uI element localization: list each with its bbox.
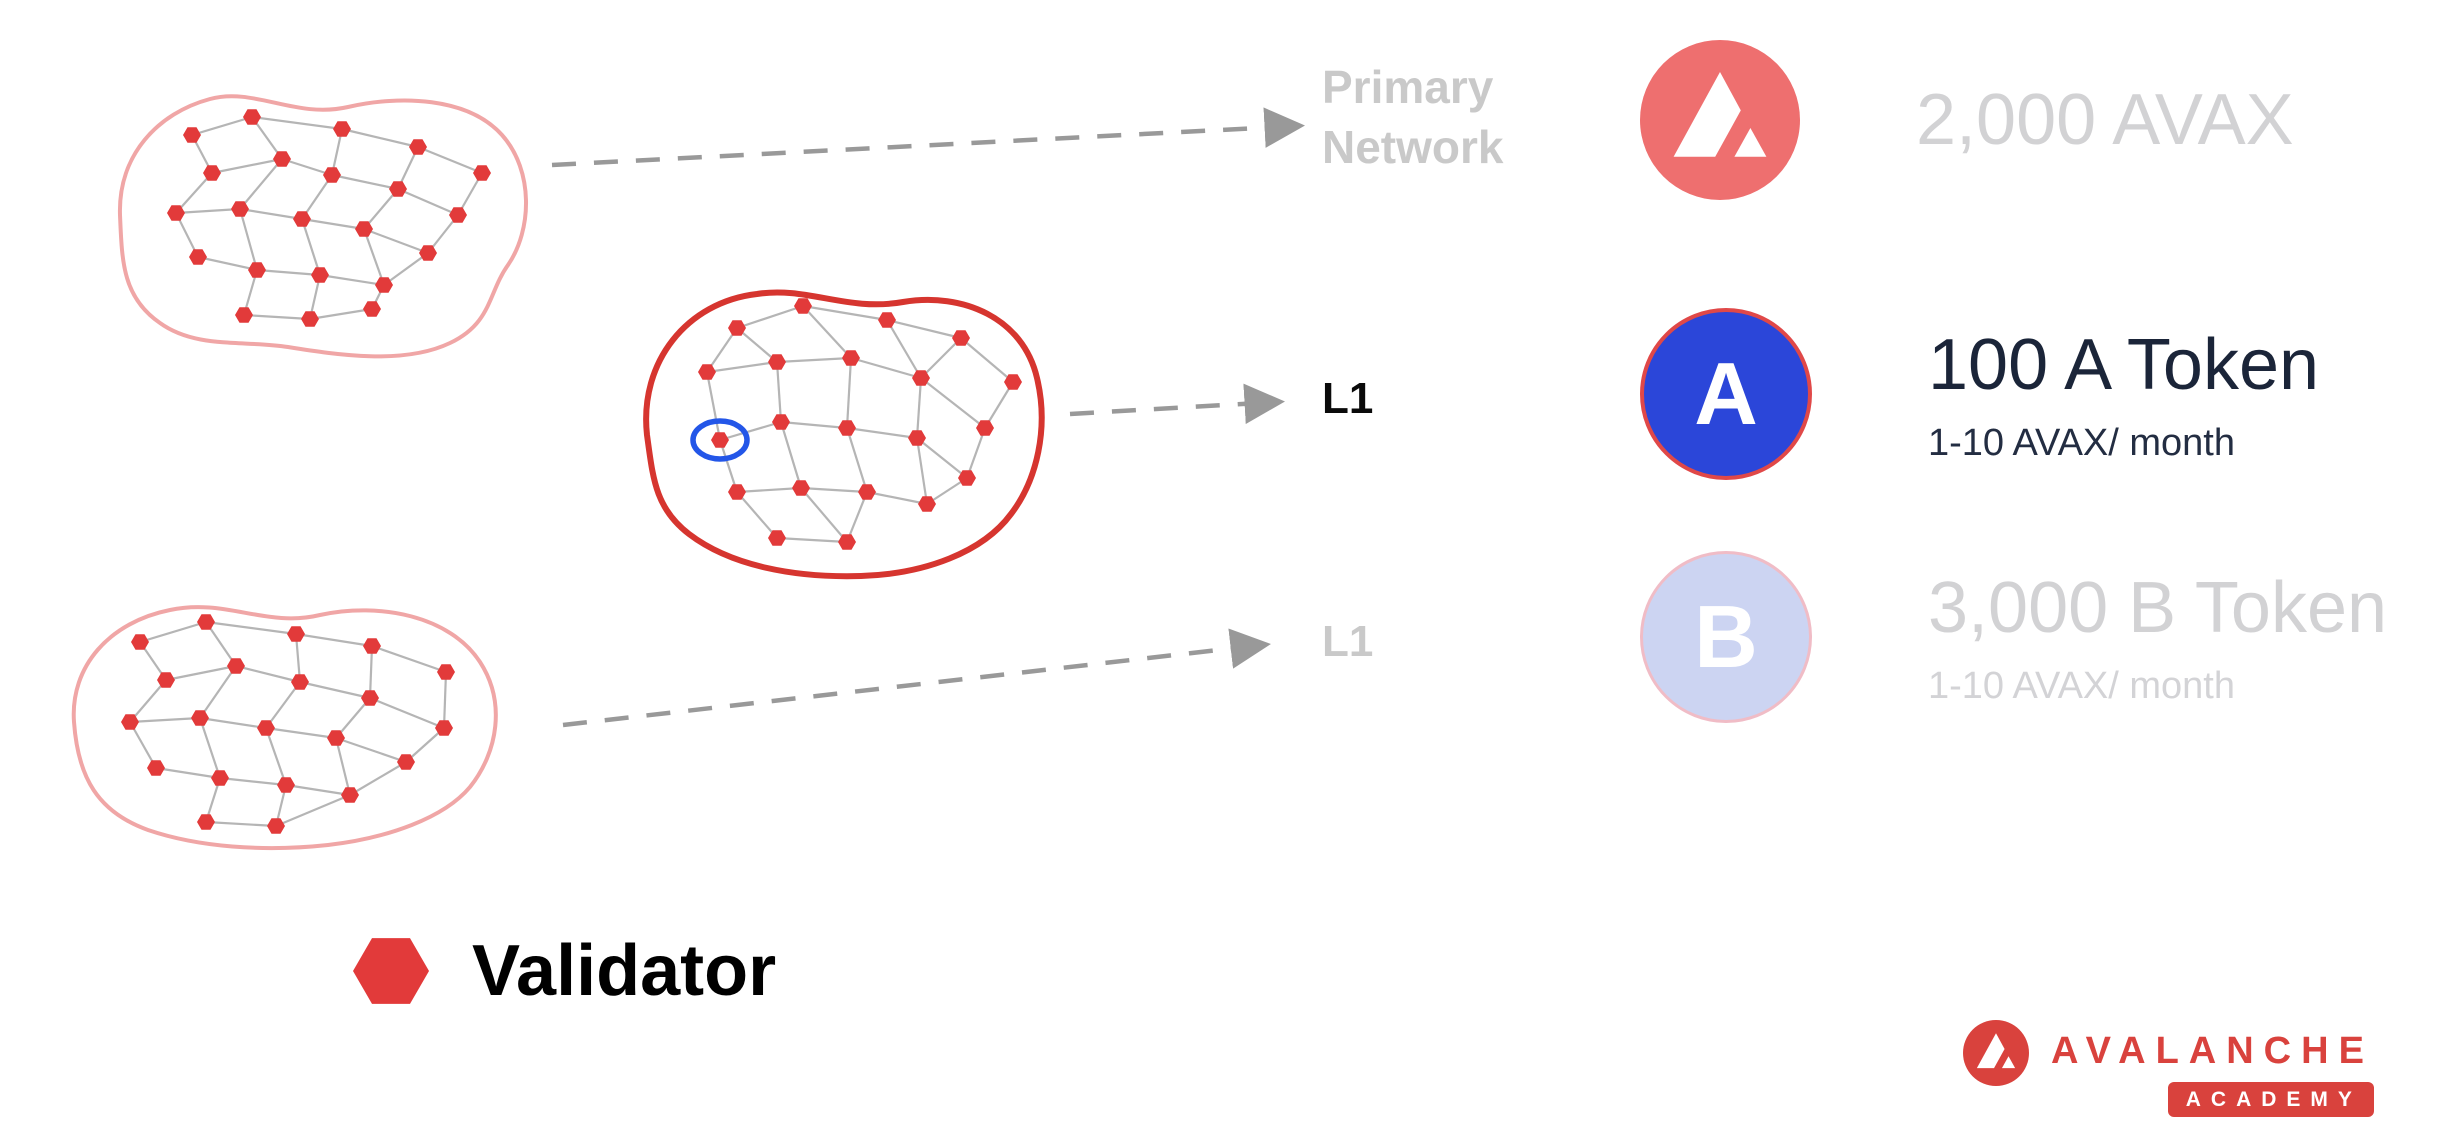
l1-b-network-graph [71,605,498,851]
avalanche-coin-icon [1640,40,1800,200]
token-b-icon: B [1640,551,1812,723]
l1-a-network-graph [643,289,1045,580]
brand-name: AVALANCHE [2051,1030,2374,1072]
token-a-icon: A [1640,308,1812,480]
primary-network-label: Primary Network [1322,61,1504,173]
l1-label: L1 [1322,374,1374,423]
primary-network-graph [117,94,528,359]
validator-legend: Validator [352,930,776,1012]
token-b-row: B 3,000 B Token 1-10 AVAX/ month [1640,551,2387,723]
token-b-amount: 3,000 B Token [1928,567,2388,648]
avax-stake-row: 2,000 AVAX [1640,40,2294,200]
token-a-row: A 100 A Token 1-10 AVAX/ month [1640,308,2319,480]
validator-hexagon-icon [353,938,429,1004]
token-a-amount: 100 A Token [1928,324,2320,405]
academy-badge: ACADEMY [2167,1082,2374,1117]
l1-faded-label: L1 [1322,617,1374,666]
avalanche-logo-icon [1963,1020,2029,1086]
token-a-fee: 1-10 AVAX/ month [1928,421,2235,464]
validator-label: Validator [472,931,777,1011]
token-b-fee: 1-10 AVAX/ month [1928,664,2235,707]
avax-amount: 2,000 AVAX [1916,80,2294,160]
avalanche-academy-logo: AVALANCHE ACADEMY [1963,1018,2374,1117]
